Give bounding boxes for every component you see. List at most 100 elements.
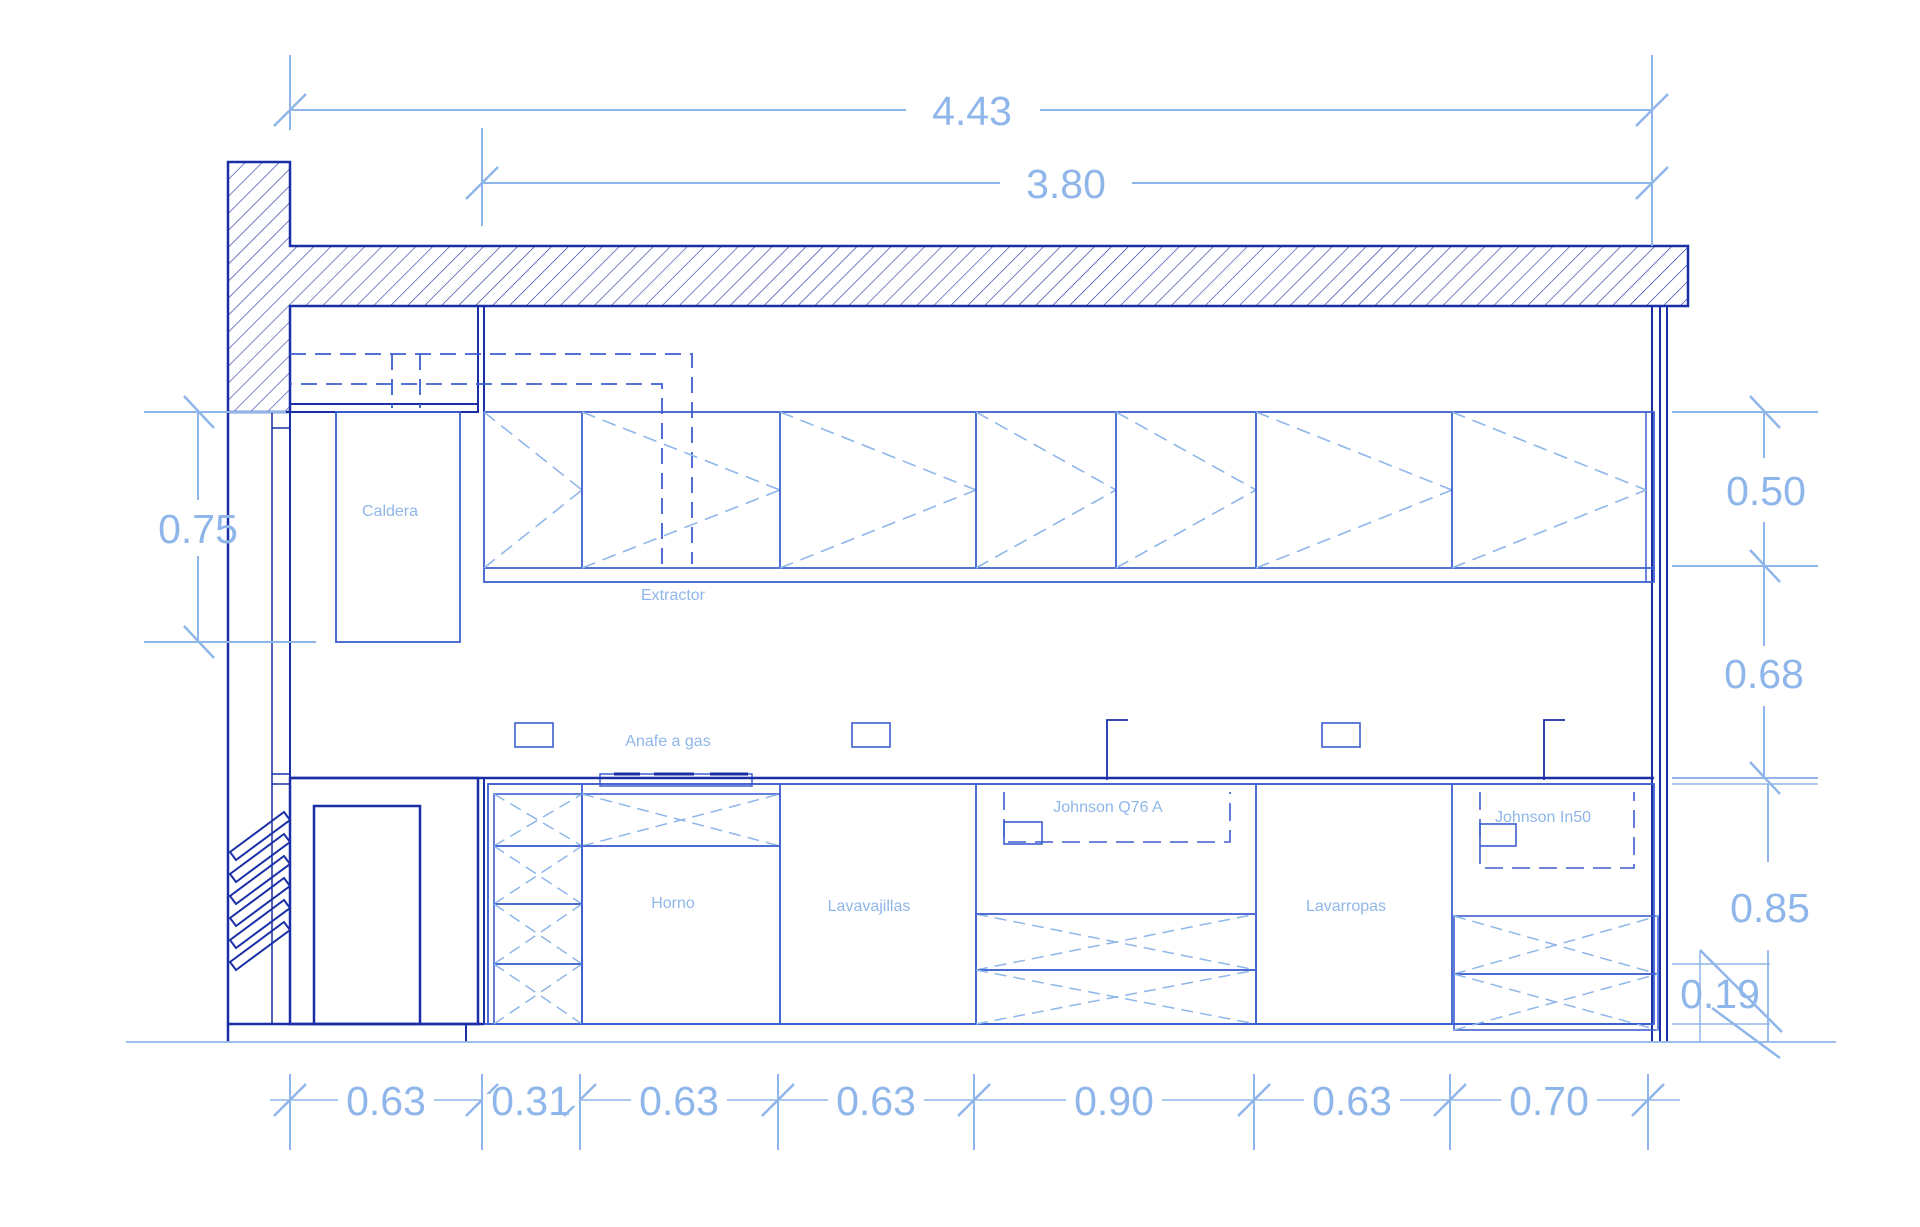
outlet-1	[514, 722, 554, 748]
dim-bottom-tick	[957, 1083, 991, 1117]
dim-bottom-value-bg	[1304, 1094, 1400, 1106]
dim-right-tick-4	[1699, 949, 1783, 1033]
base-cabinets	[493, 784, 1659, 1031]
drawer-diagonal	[493, 845, 583, 905]
oven-label: Horno	[651, 895, 695, 912]
extractor-label: Extractor	[641, 587, 706, 604]
upper-door-diagonal	[779, 411, 977, 491]
dim-bottom-value-bg	[483, 1094, 579, 1106]
dim-bottom-value: 0.31	[491, 1078, 571, 1124]
dim-right-tick-5	[1711, 1006, 1781, 1060]
sink1-drawer-diagonal	[975, 913, 1257, 971]
dim-overall-value: 4.43	[932, 88, 1012, 134]
drawer-diagonal	[493, 903, 583, 965]
sink-1-label: Johnson Q76 A	[1053, 799, 1163, 816]
dim-right-tick-1	[1749, 395, 1781, 429]
dimensions: 4.43 3.80 0.75 0.50 0	[144, 55, 1818, 1150]
drawer	[493, 963, 583, 1025]
dim-left-tick-top	[183, 395, 215, 429]
upper-box-left	[289, 305, 479, 413]
upper-door-diagonal	[483, 411, 583, 491]
sink2-drawer-diagonal	[1453, 915, 1659, 975]
sink1-drawer-diagonal	[975, 969, 1257, 1025]
upper-door-diagonal	[975, 489, 1117, 569]
dim-right-value-3: 0.85	[1730, 885, 1810, 931]
sink-1-outline	[1003, 792, 1231, 843]
dim-right-tick-3	[1749, 761, 1781, 795]
dim-bottom-value: 0.90	[1074, 1078, 1154, 1124]
dim-bottom-value: 0.63	[346, 1078, 426, 1124]
drawer-diagonal	[493, 963, 583, 1025]
sink-2-bowl	[1479, 823, 1517, 847]
cooktop-label: Anafe a gas	[625, 733, 710, 750]
dim-bottom-tick	[563, 1083, 597, 1117]
sink-2-label: Johnson In50	[1495, 809, 1591, 826]
dim-bottom-tick	[1237, 1083, 1271, 1117]
upper-door-diagonal	[1255, 489, 1453, 569]
upper-zone: Caldera Extractor	[289, 305, 1655, 643]
dim-bottom-value: 0.70	[1509, 1078, 1589, 1124]
faucet-2	[1543, 719, 1565, 780]
boiler-box	[335, 411, 461, 643]
dim-bottom-tick	[1433, 1083, 1467, 1117]
wine-slot	[228, 810, 292, 862]
dim-right-value-4: 0.19	[1680, 971, 1760, 1017]
upper-door-diagonal	[1115, 411, 1257, 491]
dim-bottom-value-bg	[1066, 1094, 1162, 1106]
dim-inner-tick-right	[1635, 166, 1669, 200]
upper-door-diagonal	[975, 411, 1117, 491]
dim-bottom-value-bg	[631, 1094, 727, 1106]
dim-right-value-2: 0.68	[1724, 651, 1804, 697]
washer-label: Lavarropas	[1306, 898, 1386, 915]
dim-bottom-value: 0.63	[1312, 1078, 1392, 1124]
dim-inner-value: 3.80	[1026, 161, 1106, 207]
outlet-3	[1321, 722, 1361, 748]
sink-2-outline	[1479, 792, 1635, 869]
drawer-diagonal	[493, 845, 583, 905]
drawer-diagonal	[493, 903, 583, 965]
upper-door-diagonal	[1115, 489, 1257, 569]
dim-right-tick-2	[1749, 549, 1781, 583]
sink2-drawer	[1453, 973, 1659, 1031]
dim-bottom-value-bg	[828, 1094, 924, 1106]
wine-slot	[228, 832, 292, 884]
dim-overall-tick-left	[273, 93, 307, 127]
drawer	[493, 845, 583, 905]
outlet-2	[851, 722, 891, 748]
drawer-diagonal	[493, 793, 583, 847]
backsplash: Anafe a gas	[514, 719, 1565, 787]
countertop	[290, 776, 1654, 785]
walls	[226, 160, 1690, 1042]
sink1-drawer	[975, 969, 1257, 1025]
dim-bottom-value: 0.63	[836, 1078, 916, 1124]
drawer	[493, 903, 583, 965]
dim-overall-tick-right	[1635, 93, 1669, 127]
dim-bottom-value: 0.63	[639, 1078, 719, 1124]
dim-bottom-value-bg	[1501, 1094, 1597, 1106]
drawer-diagonal	[493, 793, 583, 847]
dim-bottom-tick	[761, 1083, 795, 1117]
dim-bottom-row: 0.63 0.31 0.63 0.63 0.90 0.63 0.70	[270, 1074, 1680, 1150]
boiler-label: Caldera	[362, 503, 418, 520]
sink2-drawer-diagonal	[1453, 973, 1659, 1031]
wall-left-hatched	[226, 160, 1690, 414]
duct-dashed	[290, 353, 693, 564]
dim-bottom-tick	[465, 1083, 499, 1117]
sink-1-bowl	[1003, 821, 1043, 845]
wine-slot	[228, 854, 292, 906]
tall-unit	[288, 776, 480, 1026]
upper-door-diagonal	[1451, 489, 1647, 569]
oven-box	[581, 845, 781, 1025]
upper-door-diagonal	[1451, 411, 1647, 491]
drawer-diagonal	[493, 963, 583, 1025]
upper-door-diagonal	[581, 411, 781, 491]
wine-slot	[228, 920, 292, 972]
dim-left-value: 0.75	[158, 506, 238, 552]
upper-door-diagonal	[779, 489, 977, 569]
dim-bottom-value-bg	[338, 1094, 434, 1106]
upper-cabinet-band	[483, 411, 1655, 583]
dim-inner-tick-left	[465, 166, 499, 200]
upper-door-diagonal	[581, 489, 781, 569]
